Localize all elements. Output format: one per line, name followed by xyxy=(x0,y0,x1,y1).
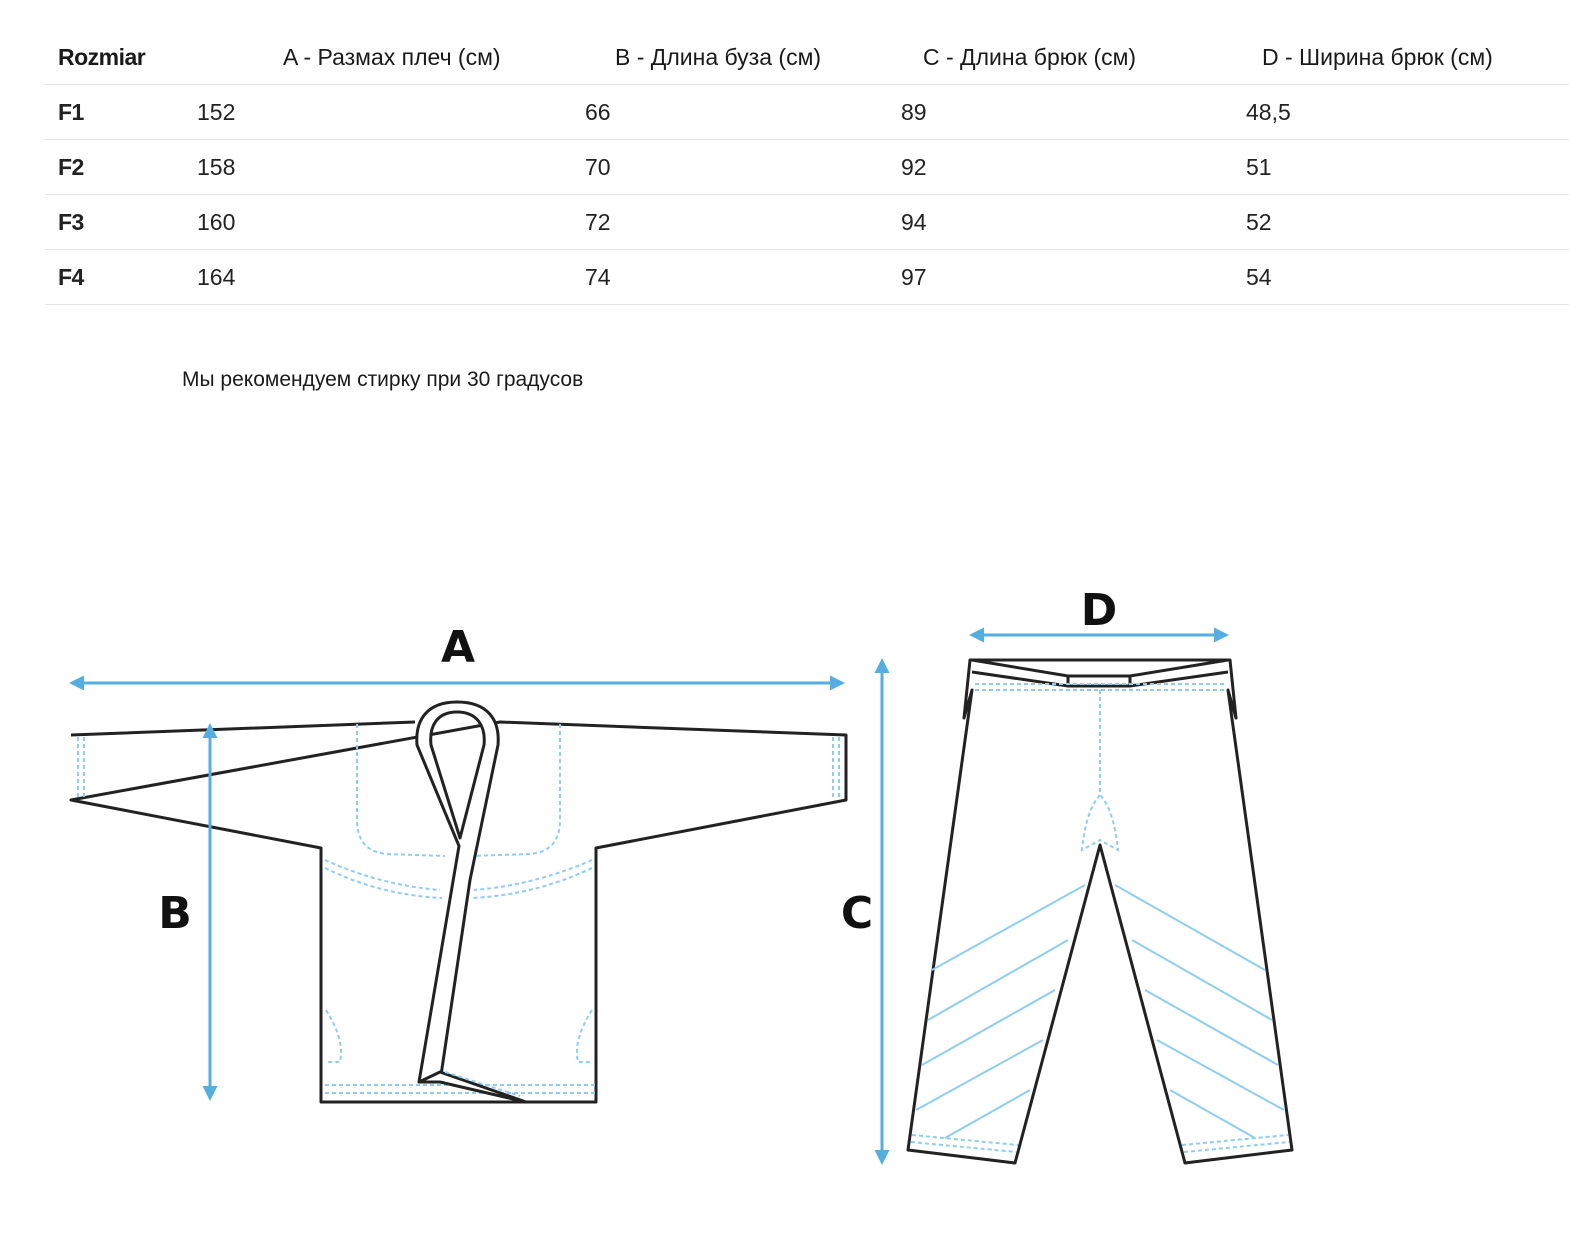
pants-outline xyxy=(906,658,1294,1165)
cell-size: F2 xyxy=(45,139,197,195)
label-b: B xyxy=(158,888,192,939)
jacket-lapel-bottom xyxy=(417,1070,528,1104)
cell-size: F4 xyxy=(45,249,197,305)
table-header-row: Rozmiar A - Размах плеч (см) B - Длина б… xyxy=(45,30,1569,85)
cell-a: 164 xyxy=(197,249,585,305)
jacket-drawing xyxy=(69,700,848,1104)
label-d: D xyxy=(1081,585,1118,636)
size-table: Rozmiar A - Размах плеч (см) B - Длина б… xyxy=(45,30,1569,305)
cell-b: 70 xyxy=(585,139,901,195)
cell-c: 92 xyxy=(901,139,1246,195)
pants-knee-stripes xyxy=(915,884,1285,1139)
table-row: F4 164 74 97 54 xyxy=(45,249,1569,305)
cell-c: 94 xyxy=(901,194,1246,250)
header-c: C - Длина брюк (см) xyxy=(901,30,1246,85)
table-row: F1 152 66 89 48,5 xyxy=(45,84,1569,140)
cell-a: 160 xyxy=(197,194,585,250)
label-c: C xyxy=(841,888,873,939)
cell-b: 74 xyxy=(585,249,901,305)
pants-stitching xyxy=(910,683,1290,1153)
cell-c: 89 xyxy=(901,84,1246,140)
header-size: Rozmiar xyxy=(45,30,197,85)
pants-drawing xyxy=(906,658,1294,1165)
cell-size: F1 xyxy=(45,84,197,140)
cell-b: 66 xyxy=(585,84,901,140)
cell-d: 48,5 xyxy=(1246,84,1569,140)
cell-a: 158 xyxy=(197,139,585,195)
size-diagram: A B D xyxy=(69,585,1294,1165)
header-a: A - Размах плеч (см) xyxy=(197,30,585,85)
pants-waistband xyxy=(971,658,1229,688)
label-a: A xyxy=(441,622,475,673)
table-row: F2 158 70 92 51 xyxy=(45,139,1569,195)
header-b: B - Длина буза (см) xyxy=(585,30,901,85)
cell-b: 72 xyxy=(585,194,901,250)
cell-c: 97 xyxy=(901,249,1246,305)
cell-d: 52 xyxy=(1246,194,1569,250)
cell-d: 51 xyxy=(1246,139,1569,195)
cuff-stitching xyxy=(77,737,840,800)
cell-a: 152 xyxy=(197,84,585,140)
cell-d: 54 xyxy=(1246,249,1569,305)
washing-note: Мы рекомендуем стирку при 30 градусов xyxy=(182,368,584,391)
header-d: D - Ширина брюк (см) xyxy=(1246,30,1569,85)
table-row: F3 160 72 94 52 xyxy=(45,194,1569,250)
cell-size: F3 xyxy=(45,194,197,250)
